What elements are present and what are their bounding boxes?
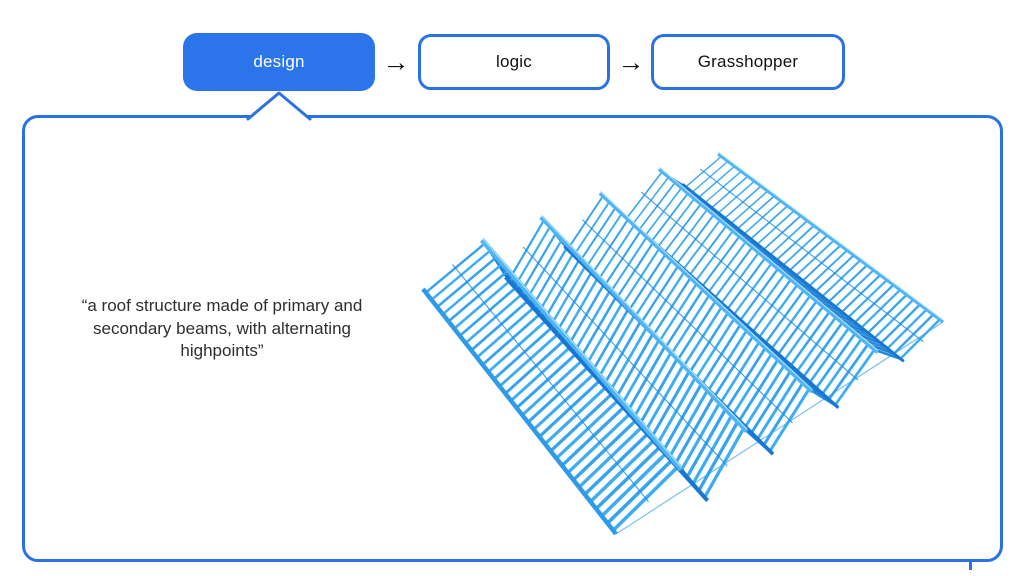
flow-node-grasshopper: Grasshopper [651, 34, 845, 90]
flow-node-logic: logic [418, 34, 610, 90]
flow-node-logic-label: logic [496, 52, 532, 71]
page-edge-tick [969, 561, 972, 570]
quote-text: “a roof structure made of primary and se… [81, 296, 363, 361]
callout-pointer-icon [246, 91, 312, 123]
arrow-right-icon: → [617, 46, 645, 77]
flow-node-design: design [183, 33, 375, 91]
callout-container [22, 115, 1003, 562]
flow-node-grasshopper-label: Grasshopper [697, 52, 799, 71]
arrow-right-icon: → [382, 46, 410, 77]
flow-node-design-label: design [253, 52, 305, 71]
